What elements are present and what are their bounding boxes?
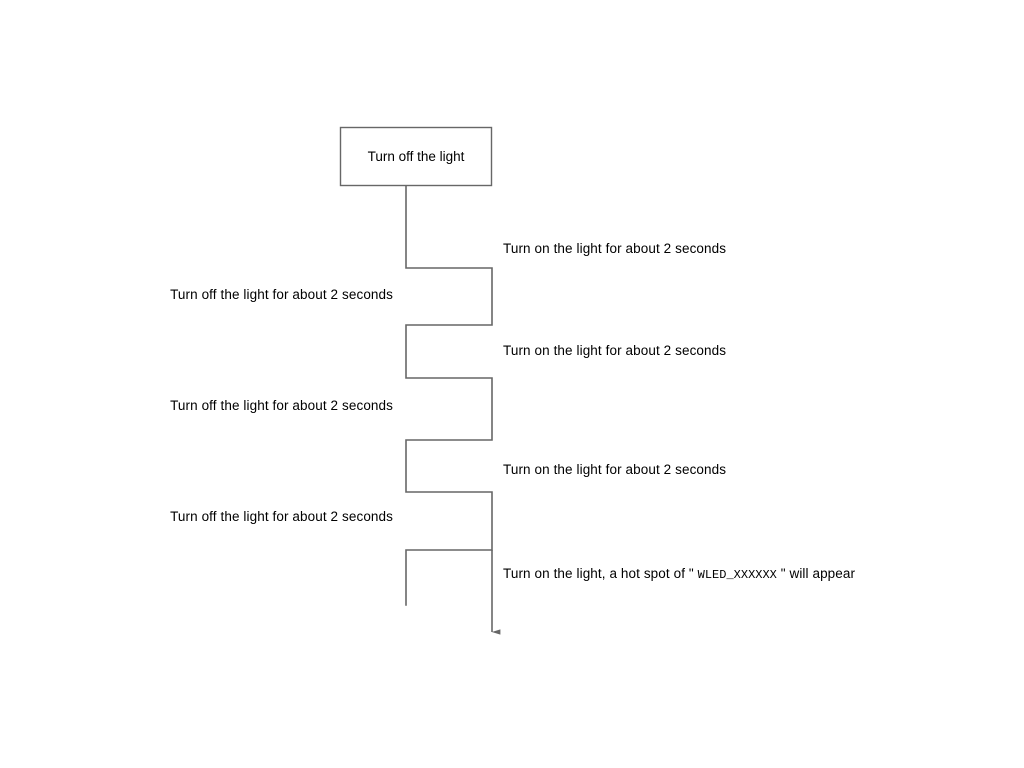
step-label-on-1: Turn on the light for about 2 seconds	[503, 241, 727, 256]
start-box	[339, 126, 493, 187]
step-label-on-3: Turn on the light for about 2 seconds	[503, 462, 727, 477]
final-step-label: Turn on the light, a hot spot of " WLED_…	[503, 566, 855, 583]
final-step-prefix: Turn on the light, a hot spot of "	[503, 566, 698, 581]
step-label-off-2: Turn off the light for about 2 seconds	[170, 398, 393, 413]
final-step-suffix: " will appear	[776, 566, 856, 581]
connector-path	[406, 186, 492, 550]
hotspot-ssid: WLED_XXXXXX	[697, 568, 777, 582]
step-label-off-3: Turn off the light for about 2 seconds	[170, 509, 393, 524]
square-wave-connector	[405, 185, 493, 606]
step-label-off-1: Turn off the light for about 2 seconds	[170, 287, 393, 302]
start-box-label: Turn off the light	[367, 148, 465, 164]
step-label-on-2: Turn on the light for about 2 seconds	[503, 343, 727, 358]
